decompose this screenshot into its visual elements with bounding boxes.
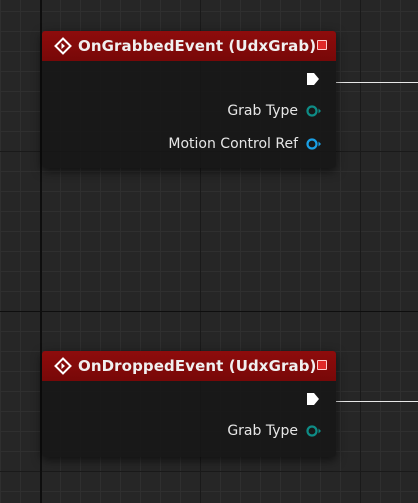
node-header[interactable]: OnDroppedEvent (UdxGrab) — [42, 351, 336, 381]
exec-arrow-icon[interactable] — [306, 391, 320, 410]
output-pin-grab-type[interactable]: Grab Type — [42, 414, 336, 447]
delegate-square-icon[interactable] — [317, 360, 327, 370]
pin-label: Grab Type — [227, 422, 298, 439]
node-title: OnDroppedEvent (UdxGrab) — [78, 357, 317, 375]
event-diamond-icon — [54, 357, 72, 375]
byte-pin-icon[interactable] — [306, 104, 322, 118]
exec-wire-dropped[interactable] — [336, 401, 418, 402]
delegate-square-icon[interactable] — [317, 40, 327, 50]
output-pin-motion-control-ref[interactable]: Motion Control Ref — [42, 127, 336, 160]
byte-pin-icon[interactable] — [306, 424, 322, 438]
event-node-grabbed[interactable]: OnGrabbedEvent (UdxGrab) Grab Type Motio… — [42, 31, 336, 168]
pin-label: Motion Control Ref — [168, 135, 298, 152]
event-diamond-icon — [54, 37, 72, 55]
event-node-dropped[interactable]: OnDroppedEvent (UdxGrab) Grab Type — [42, 351, 336, 457]
exec-wire-grabbed[interactable] — [336, 82, 418, 83]
exec-arrow-icon[interactable] — [306, 71, 320, 90]
output-pin-grab-type[interactable]: Grab Type — [42, 94, 336, 127]
pin-label: Grab Type — [227, 102, 298, 119]
node-header[interactable]: OnGrabbedEvent (UdxGrab) — [42, 31, 336, 61]
node-title: OnGrabbedEvent (UdxGrab) — [78, 37, 317, 55]
object-pin-icon[interactable] — [306, 137, 322, 151]
